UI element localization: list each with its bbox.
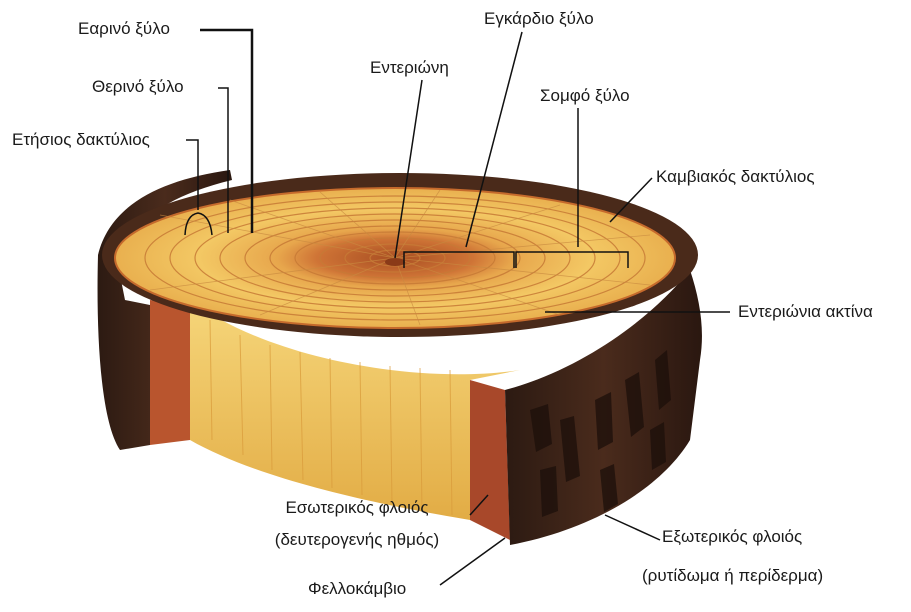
label-cambium-ring: Καμβιακός δακτύλιος bbox=[656, 167, 815, 187]
label-summer-wood: Θερινό ξύλο bbox=[92, 77, 184, 97]
label-inner-bark: Εσωτερικός φλοιός (δευτερογενής ηθμός) bbox=[252, 498, 462, 550]
label-inner-bark-title: Εσωτερικός φλοιός bbox=[252, 498, 462, 518]
label-annual-ring: Ετήσιος δακτύλιος bbox=[12, 130, 150, 150]
left-inner-bark-face bbox=[150, 300, 190, 445]
label-spring-wood: Εαρινό ξύλο bbox=[78, 19, 170, 39]
label-pith-ray: Εντεριώνια ακτίνα bbox=[738, 302, 873, 322]
label-pith: Εντεριώνη bbox=[370, 58, 449, 78]
right-inner-bark-face bbox=[470, 380, 510, 540]
pith-center bbox=[385, 258, 405, 266]
label-sapwood: Σομφό ξύλο bbox=[540, 86, 630, 106]
label-outer-bark-note: (ρυτίδωμα ή περίδερμα) bbox=[642, 566, 823, 586]
label-inner-bark-note: (δευτερογενής ηθμός) bbox=[252, 530, 462, 550]
label-outer-bark: Εξωτερικός φλοιός bbox=[662, 527, 802, 547]
label-cork-cambium: Φελλοκάμβιο bbox=[308, 579, 406, 599]
label-heartwood: Εγκάρδιο ξύλο bbox=[484, 9, 594, 29]
